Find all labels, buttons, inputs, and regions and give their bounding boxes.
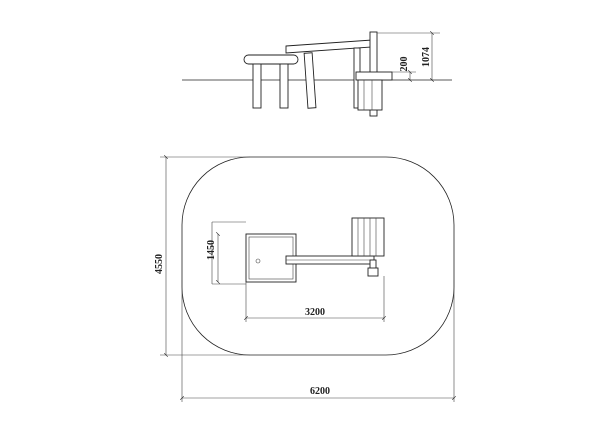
plan-deck [351, 217, 385, 257]
dim-overall-depth: 4550 [154, 254, 165, 274]
dim-equipment-depth: 1450 [206, 240, 217, 260]
platform [355, 71, 393, 81]
table-leg-left [303, 52, 317, 109]
sandbox-marker [255, 258, 261, 264]
dim-overall-width: 6200 [310, 386, 330, 397]
safety-zone [181, 156, 455, 356]
seat-leg-left [252, 63, 262, 109]
side-elevation: 1074 200 [182, 30, 452, 117]
dim-equipment-length: 3200 [305, 307, 325, 318]
platform-block [357, 79, 383, 111]
plan-view: 1450 3200 4550 6200 [154, 154, 457, 402]
dim-total-height: 1074 [421, 47, 432, 67]
seat-top [243, 54, 299, 65]
dim-platform-height: 200 [399, 57, 410, 72]
seat-leg-right [279, 63, 289, 109]
